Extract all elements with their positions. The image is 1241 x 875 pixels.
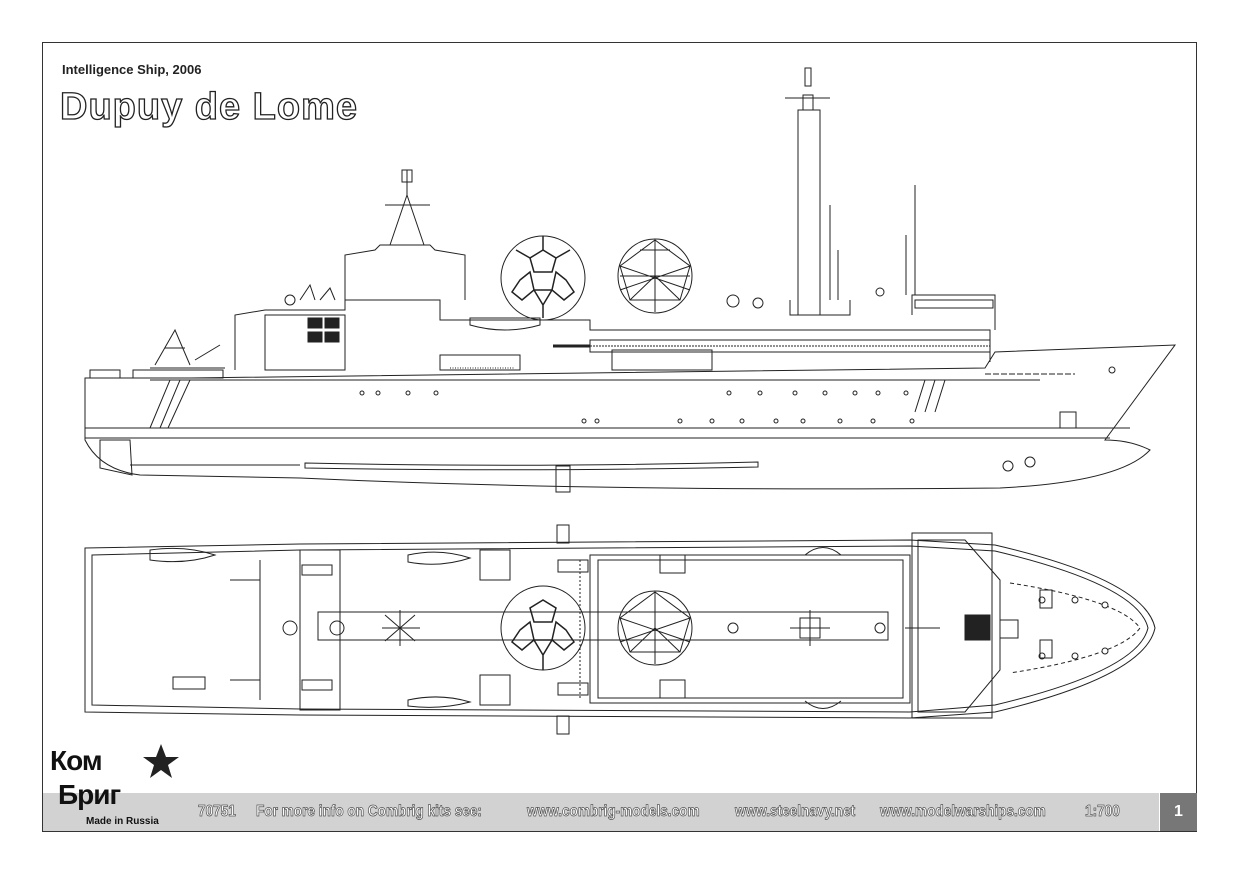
kit-number: 70751 bbox=[198, 803, 236, 821]
link-combrig[interactable]: www.combrig-models.com bbox=[527, 803, 700, 821]
radome-plan-2 bbox=[617, 590, 693, 666]
ship-type-subtitle: Intelligence Ship, 2006 bbox=[62, 62, 202, 77]
ship-name-title: Dupuy de Lome bbox=[59, 85, 359, 128]
bilge-keel bbox=[304, 461, 759, 471]
made-in-russia: Made in Russia bbox=[86, 816, 159, 827]
side-profile-drawing bbox=[84, 67, 1177, 493]
info-text: For more info on Combrig kits see: bbox=[256, 803, 483, 821]
hull-side bbox=[84, 344, 1177, 490]
radome-2 bbox=[617, 238, 693, 314]
drawing-frame bbox=[42, 42, 1197, 832]
page-number: 1 bbox=[1160, 793, 1197, 831]
star-icon bbox=[143, 744, 179, 778]
plan-view-drawing bbox=[84, 524, 1156, 735]
hull-plan bbox=[84, 539, 1156, 719]
combrig-logo: Ком Бриг Made in Russia bbox=[46, 740, 186, 832]
scale: 1:700 bbox=[1085, 803, 1120, 821]
link-modelwarships[interactable]: www.modelwarships.com bbox=[880, 803, 1046, 821]
footer-bar bbox=[43, 793, 1159, 831]
link-steelnavy[interactable]: www.steelnavy.net bbox=[735, 803, 856, 821]
logo-line-2: Бриг bbox=[58, 779, 121, 810]
logo-line-1: Ком bbox=[50, 745, 103, 776]
